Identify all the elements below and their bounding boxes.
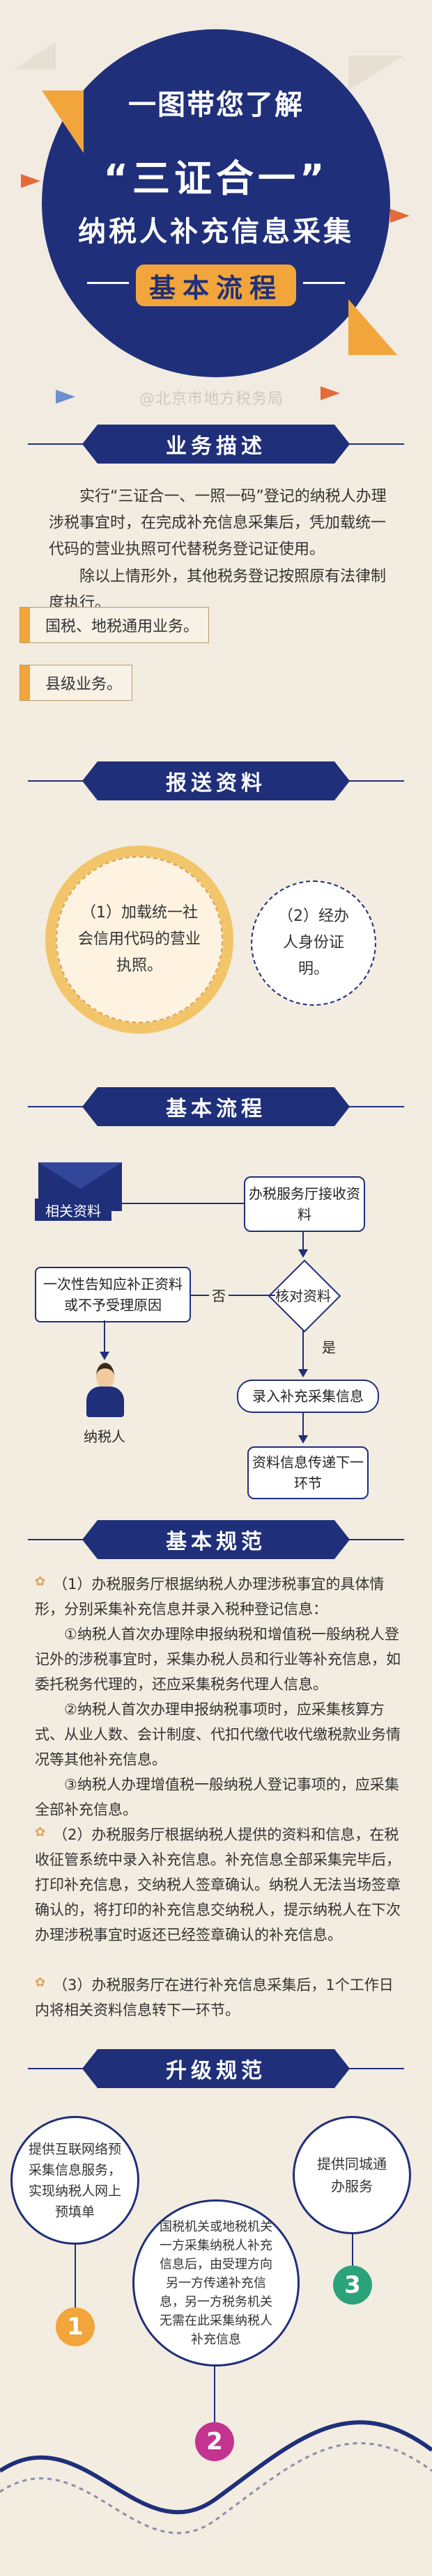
pin-2: 2 (195, 2422, 234, 2461)
tag-county-business: 县级业务。 (20, 665, 133, 701)
gear-icon: ✿ (35, 1975, 46, 1990)
rule-paragraph-1a: ①纳税人首次办理除申报纳税和增值税一般纳税人登记外的涉税事宜时，采集办税人员和行… (35, 1626, 401, 1693)
hero-subtitle: 一图带您了解 (128, 89, 304, 121)
rule-paragraph-1: （1）办税服务厅根据纳税人办理涉税事宜的具体情形，分别采集补充信息并录入税种登记… (35, 1576, 385, 1618)
yes-label: 是 (322, 1339, 336, 1356)
pin-3: 3 (333, 2266, 372, 2305)
rule-paragraph-2: （2）办税服务厅根据纳税人提供的资料和信息，在税收征管系统中录入补充信息。补充信… (35, 1826, 401, 1943)
section-business-title: 业务描述 (82, 425, 350, 464)
hero-banner: 一图带您了解 “三证合一” 纳税人补充信息采集 基本流程 (0, 0, 432, 425)
upgrade-wave (0, 2290, 432, 2568)
transfer-box: 资料信息传递下一环节 (247, 1446, 369, 1499)
section-materials-title: 报送资料 (82, 761, 350, 800)
gear-icon: ✿ (35, 1574, 46, 1589)
section-rules-title: 基本规范 (82, 1520, 350, 1559)
hero-title-line3: 纳税人补充信息采集 (78, 216, 354, 248)
receive-box: 办税服务厅接收资料 (244, 1176, 365, 1232)
pin-1-number: 1 (56, 2307, 95, 2346)
tag-general-business-label: 国税、地税通用业务。 (45, 618, 199, 635)
business-paragraph-1: 实行“三证合一、一照一码”登记的纳税人办理涉税事宜时，在完成补充信息采集后，凭加… (49, 488, 387, 558)
material-item-id: （2）经办人身份证明。 (251, 880, 376, 1006)
taxpayer-label: 纳税人 (84, 1428, 125, 1445)
reject-box: 一次性告知应补正资料或不予受理原因 (35, 1267, 191, 1322)
tag-county-business-label: 县级业务。 (45, 676, 123, 693)
rule-paragraph-1c: ③纳税人办理增值税一般纳税人登记事项的，应采集全部补充信息。 (35, 1776, 399, 1818)
materials-label: 相关资料 (35, 1199, 111, 1221)
hero-badge: 基本流程 (136, 264, 296, 306)
taxpayer-icon (84, 1363, 125, 1419)
upgrade-item-3: 提供同城通办服务 (293, 2116, 411, 2234)
gear-icon: ✿ (35, 1825, 46, 1840)
upgrade-item-1: 提供互联网络预采集信息服务，实现纳税人网上预填单 (10, 2116, 139, 2245)
no-label: 否 (209, 1285, 229, 1305)
section-upgrade-title: 升级规范 (82, 2049, 350, 2088)
tag-stripe (20, 608, 30, 642)
hero-title: “三证合一” (103, 157, 329, 200)
business-paragraph-2: 除以上情形外，其他税务登记按照原有法律制度执行。 (49, 568, 387, 612)
tag-stripe (20, 665, 30, 700)
watermark: @北京市地方税务局 (139, 390, 284, 408)
entry-box: 录入补充采集信息 (237, 1380, 379, 1413)
pin-3-number: 3 (333, 2266, 372, 2305)
tag-general-business: 国税、地税通用业务。 (20, 607, 210, 643)
material-item-license: （1）加载统一社会信用代码的营业执照。 (56, 856, 223, 1023)
section-process-title: 基本流程 (82, 1087, 350, 1126)
hero-circle (42, 29, 390, 377)
pin-1: 1 (56, 2307, 95, 2346)
upgrade-item-2: 国税机关或地税机关一方采集纳税人补充信息后，由受理方向另一方传递补充信息，另一方… (132, 2199, 300, 2366)
rule-paragraph-3: （3）办税服务厅在进行补充信息采集后，1个工作日内将相关资料信息转下一环节。 (35, 1977, 394, 2018)
check-label: 核对资料 (275, 1288, 331, 1304)
rule-paragraph-1b: ②纳税人首次办理申报纳税事项时，应采集核算方式、从业人数、会计制度、代扣代缴代收… (35, 1701, 401, 1768)
pin-2-number: 2 (195, 2422, 234, 2461)
